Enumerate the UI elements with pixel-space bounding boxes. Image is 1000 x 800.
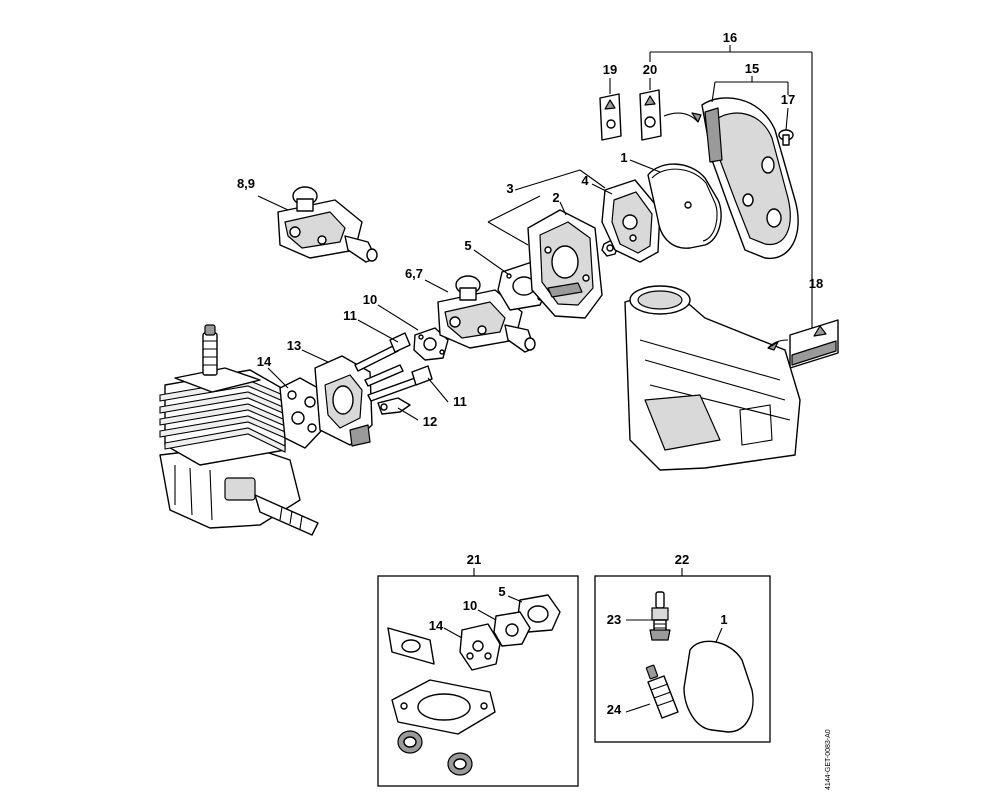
callout-11-lower: 11: [453, 394, 467, 409]
warning-label-19: [599, 93, 622, 141]
gasket-14: [279, 377, 323, 449]
air-filter-1: [647, 163, 722, 249]
carburetor-6-7: [437, 275, 536, 353]
kit-21-panel: 21 5 10 14: [377, 552, 579, 787]
callout-8-9: 8,9: [237, 176, 255, 191]
screw-11-lower: [367, 365, 433, 402]
screw-17: [778, 129, 794, 146]
cylinder-engine-assembly: [159, 324, 319, 536]
kit-22-frame: [594, 575, 771, 743]
kit21-oil-seal-1: [397, 730, 423, 754]
callout-15: 15: [745, 61, 759, 76]
callout-17: 17: [781, 92, 795, 107]
warning-label-18: [789, 319, 839, 369]
kit22-air-filter-1: [683, 640, 754, 733]
kit22-callout-24: 24: [607, 702, 622, 717]
callout-11-upper: 11: [343, 308, 357, 323]
kit21-callout-14: 14: [429, 618, 444, 633]
reference-code: 4144-GET-0083-A0: [825, 729, 832, 790]
callout-2: 2: [552, 190, 559, 205]
kit-21-label: 21: [467, 552, 481, 567]
kit21-gasket-5: [517, 594, 561, 633]
filter-cover-15: [701, 97, 799, 259]
warning-label-20: [639, 89, 662, 141]
gasket-10: [413, 327, 449, 361]
kit21-gasket-14: [459, 623, 501, 671]
engine-shroud-housing: [624, 285, 801, 471]
kit22-callout-1: 1: [720, 612, 727, 627]
intake-flange-13: [314, 355, 373, 447]
callout-13: 13: [287, 338, 301, 353]
kit-22-panel: 22 23 1 24: [594, 552, 771, 743]
kit22-spark-plug-23: [649, 591, 671, 641]
kit21-callout-5: 5: [498, 584, 505, 599]
callout-16: 16: [723, 30, 737, 45]
callout-4: 4: [581, 173, 589, 188]
callout-14: 14: [257, 354, 272, 369]
leader-lines: [257, 45, 813, 421]
filter-base-2: [527, 209, 603, 319]
kit22-fuel-filter-24: [645, 664, 679, 719]
kit21-oil-seal-2: [447, 752, 473, 776]
callout-10: 10: [363, 292, 377, 307]
callout-12: 12: [423, 414, 437, 429]
kit21-gasket-10: [493, 611, 531, 647]
callout-labels: 16 15 19 20 17 1 4 3 2 8,9 5 6,7 18 10 1…: [237, 30, 823, 429]
baffle-plate-4: [601, 179, 661, 263]
callout-5: 5: [464, 238, 471, 253]
screw-11-upper: [354, 332, 411, 372]
clip-12: [377, 397, 411, 415]
callout-6-7: 6,7: [405, 266, 423, 281]
callout-3: 3: [506, 181, 513, 196]
screw-11-middle: [364, 364, 404, 387]
callout-19: 19: [603, 62, 617, 77]
callout-1: 1: [620, 150, 627, 165]
kit-21-frame: [377, 575, 579, 787]
kit21-exhaust-gasket: [387, 627, 435, 665]
kit-22-label: 22: [675, 552, 689, 567]
carburetor-8-9: [277, 186, 378, 263]
kit21-callout-10: 10: [463, 598, 477, 613]
callout-20: 20: [643, 62, 657, 77]
kit21-base-gasket: [391, 679, 496, 735]
callout-18: 18: [809, 276, 823, 291]
kit22-callout-23: 23: [607, 612, 621, 627]
